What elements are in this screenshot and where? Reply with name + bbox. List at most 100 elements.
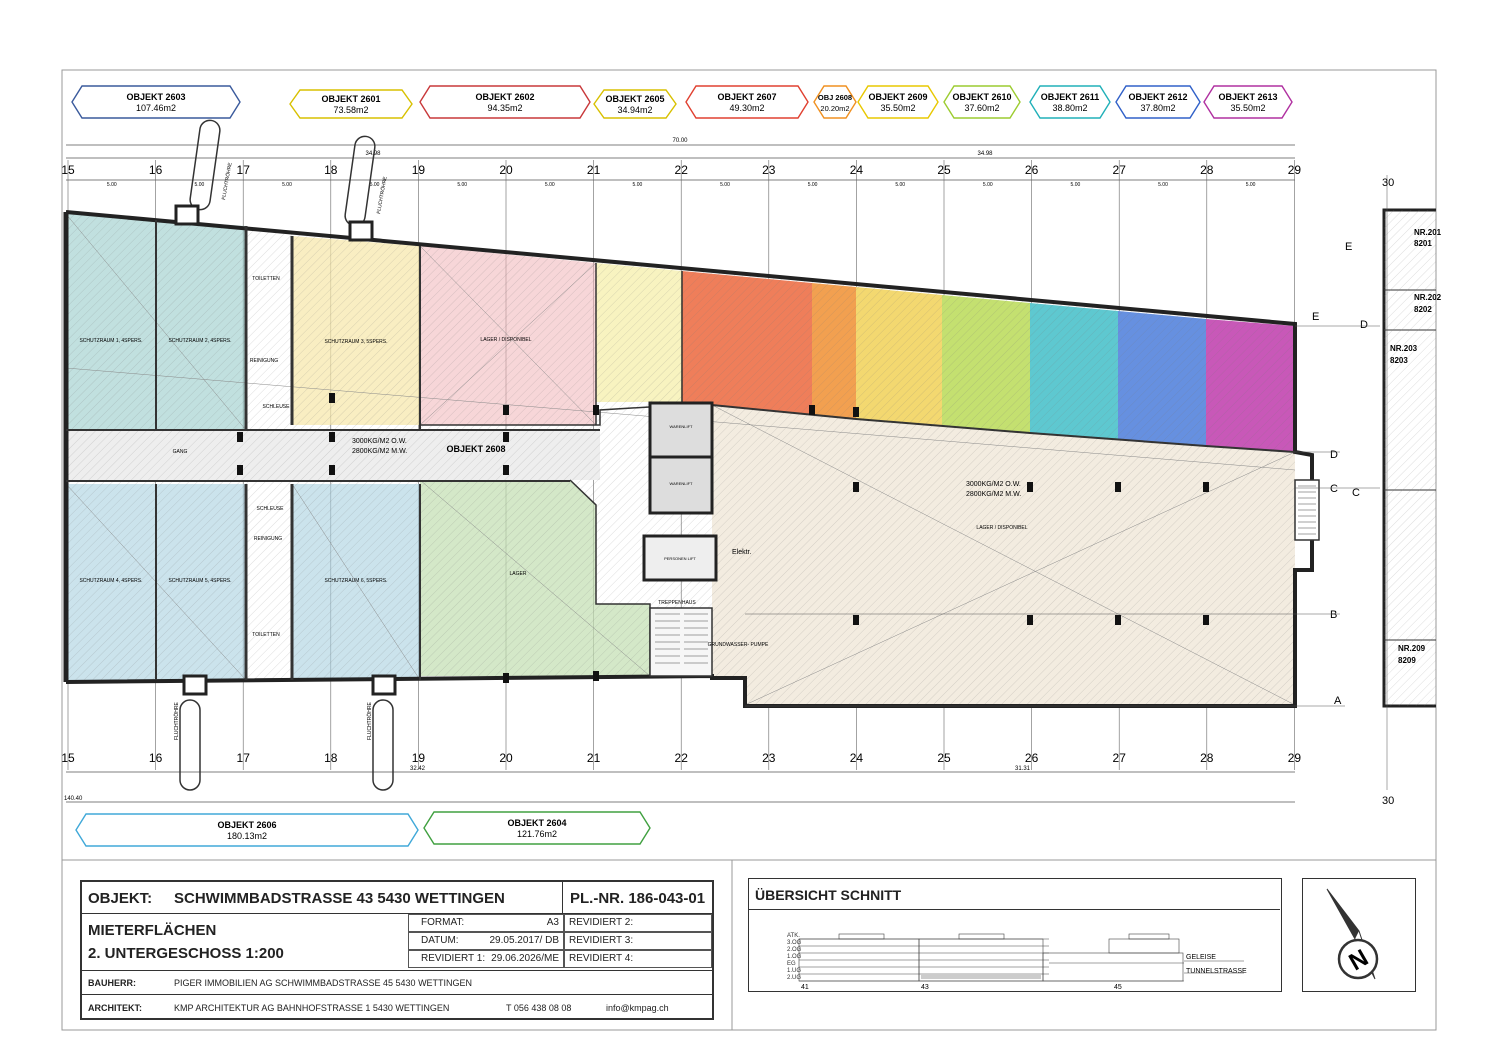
load-2a: 2800KG/M2 M.W. [352,448,407,455]
grid-num-top-16: 16 [149,163,163,177]
bay-dim-26: 5.00 [1071,182,1081,188]
label-schleuse-top: SCHLEUSE [263,404,291,410]
dim-left-bottom: 32.42 [410,766,426,772]
column [503,432,509,442]
label-lager: LAGER [510,571,527,577]
nb-8209: 8209 [1398,656,1416,665]
compass-box: N [1302,878,1416,992]
grid-num-bottom-25: 25 [937,751,951,765]
warenlift-2 [648,455,714,515]
treppenhaus-label: TREPPENHAUS [658,600,696,606]
load-2b: 2800KG/M2 M.W. [966,491,1021,498]
axis-C-far: C [1352,487,1360,499]
section-drawing: ATK. 3.OG 2.OG 1.OG EG 1.UG 2.UG GELEISE [787,933,1247,991]
grid-num-top-26: 26 [1025,163,1039,177]
flucht-label-3: FLUCHTRÖHRE [173,702,180,740]
nb-203: NR.203 [1390,344,1418,353]
bay-dim-20: 5.00 [545,182,555,188]
house-41: 41 [801,984,809,991]
tag-top-6 [857,85,939,119]
label-gang: GANG [173,449,188,455]
grid-num-bottom-20: 20 [499,751,513,765]
rev3-cell: REVIDIERT 3: [564,932,712,950]
column [1027,482,1033,492]
dim-overall: 140.40 [64,796,83,802]
warenlift-label-2: WARENLIFT [670,481,694,486]
warenlift-label-1: WARENLIFT [670,424,694,429]
grid-num-top-25: 25 [937,163,951,177]
label-sr5: SCHUTZRAUM 5, 4SPERS. [168,578,231,584]
label-objekt-2608: OBJEKT 2608 [446,444,505,454]
bauherr-label: BAUHERR: [88,978,136,988]
plan-nr: PL.-NR. 186-043-01 [570,890,706,907]
lvl-3og: 3.OG [787,940,802,946]
title-line-2: 2. UNTERGESCHOSS 1:200 [88,945,284,962]
compass-needle [1326,888,1376,980]
elektr-label: Elektr. [732,549,752,556]
grid-num-bottom-15: 15 [61,751,75,765]
tag-area-top-0: 107.46m2 [136,103,176,113]
tag-name-bottom-0: OBJEKT 2606 [217,820,276,830]
tag-name-top-5: OBJ 2608 [818,93,852,102]
geleise-label: GELEISE [1186,954,1216,961]
bay-dim-18: 5.00 [370,182,380,188]
dim-right: 34.98 [977,151,993,157]
grid-num-bottom-26: 26 [1025,751,1039,765]
label-sr1: SCHUTZRAUM 1, 4SPERS. [79,338,142,344]
label-sr4: SCHUTZRAUM 4, 4SPERS. [79,578,142,584]
house-45: 45 [1114,984,1122,991]
grid-num-top-28: 28 [1200,163,1214,177]
tag-name-top-7: OBJEKT 2610 [952,92,1011,102]
bay-dim-28: 5.00 [1246,182,1256,188]
column [503,673,509,683]
bay-dim-17: 5.00 [282,182,292,188]
lvl-2og: 2.OG [787,947,802,953]
column [853,407,859,417]
bay-dim-23: 5.00 [808,182,818,188]
tag-name-top-0: OBJEKT 2603 [126,92,185,102]
bay-dim-27: 5.00 [1158,182,1168,188]
tag-name-top-2: OBJEKT 2602 [475,92,534,102]
email: info@kmpag.ch [606,1003,669,1013]
tag-area-top-4: 49.30m2 [729,103,764,113]
tag-top-4 [685,85,809,119]
compass-circle [1337,938,1379,980]
column [329,465,335,475]
tag-area-top-1: 73.58m2 [333,105,368,115]
load-1b: 3000KG/M2 O.W. [966,481,1021,488]
label-sr3: SCHUTZRAUM 3, 5SPERS. [324,339,387,345]
nb-202: NR.202 [1414,293,1442,302]
grid-num-bottom-29: 29 [1288,751,1302,765]
rev2-cell: REVIDIERT 2: [564,914,712,932]
grid-num-top-19: 19 [412,163,426,177]
lvl-1og: 1.OG [787,954,802,960]
title-line-1: MIETERFLÄCHEN [88,922,217,939]
bay-dim-15: 5.00 [107,182,117,188]
grid-num-top-22: 22 [675,163,689,177]
neighbor-building [1382,175,1436,790]
tag-bottom-0 [75,813,419,847]
tag-name-top-8: OBJEKT 2611 [1041,92,1100,102]
column [593,671,599,681]
nb-201: NR.201 [1414,228,1442,237]
nb-8203: 8203 [1390,356,1408,365]
column [1027,615,1033,625]
tag-top-2 [419,85,591,119]
column [237,465,243,475]
axis-E-far: E [1345,241,1352,253]
datum-value: 29.05.2017/ DB [489,935,560,946]
tag-area-top-7: 37.60m2 [964,103,999,113]
grid-30-bottom: 30 [1382,795,1394,807]
architekt: KMP ARCHITEKTUR AG BAHNHOFSTRASSE 1 5430… [174,1003,450,1013]
grid-num-top-15: 15 [61,163,75,177]
tag-bottom-1 [423,811,651,845]
tag-area-top-2: 94.35m2 [487,103,522,113]
flucht-label-4: FLUCHTRÖHRE [366,702,373,740]
tunnel-label: TUNNELSTRASSE [1186,968,1247,975]
tag-name-top-1: OBJEKT 2601 [321,94,380,104]
right-stair-treads [1298,485,1316,535]
